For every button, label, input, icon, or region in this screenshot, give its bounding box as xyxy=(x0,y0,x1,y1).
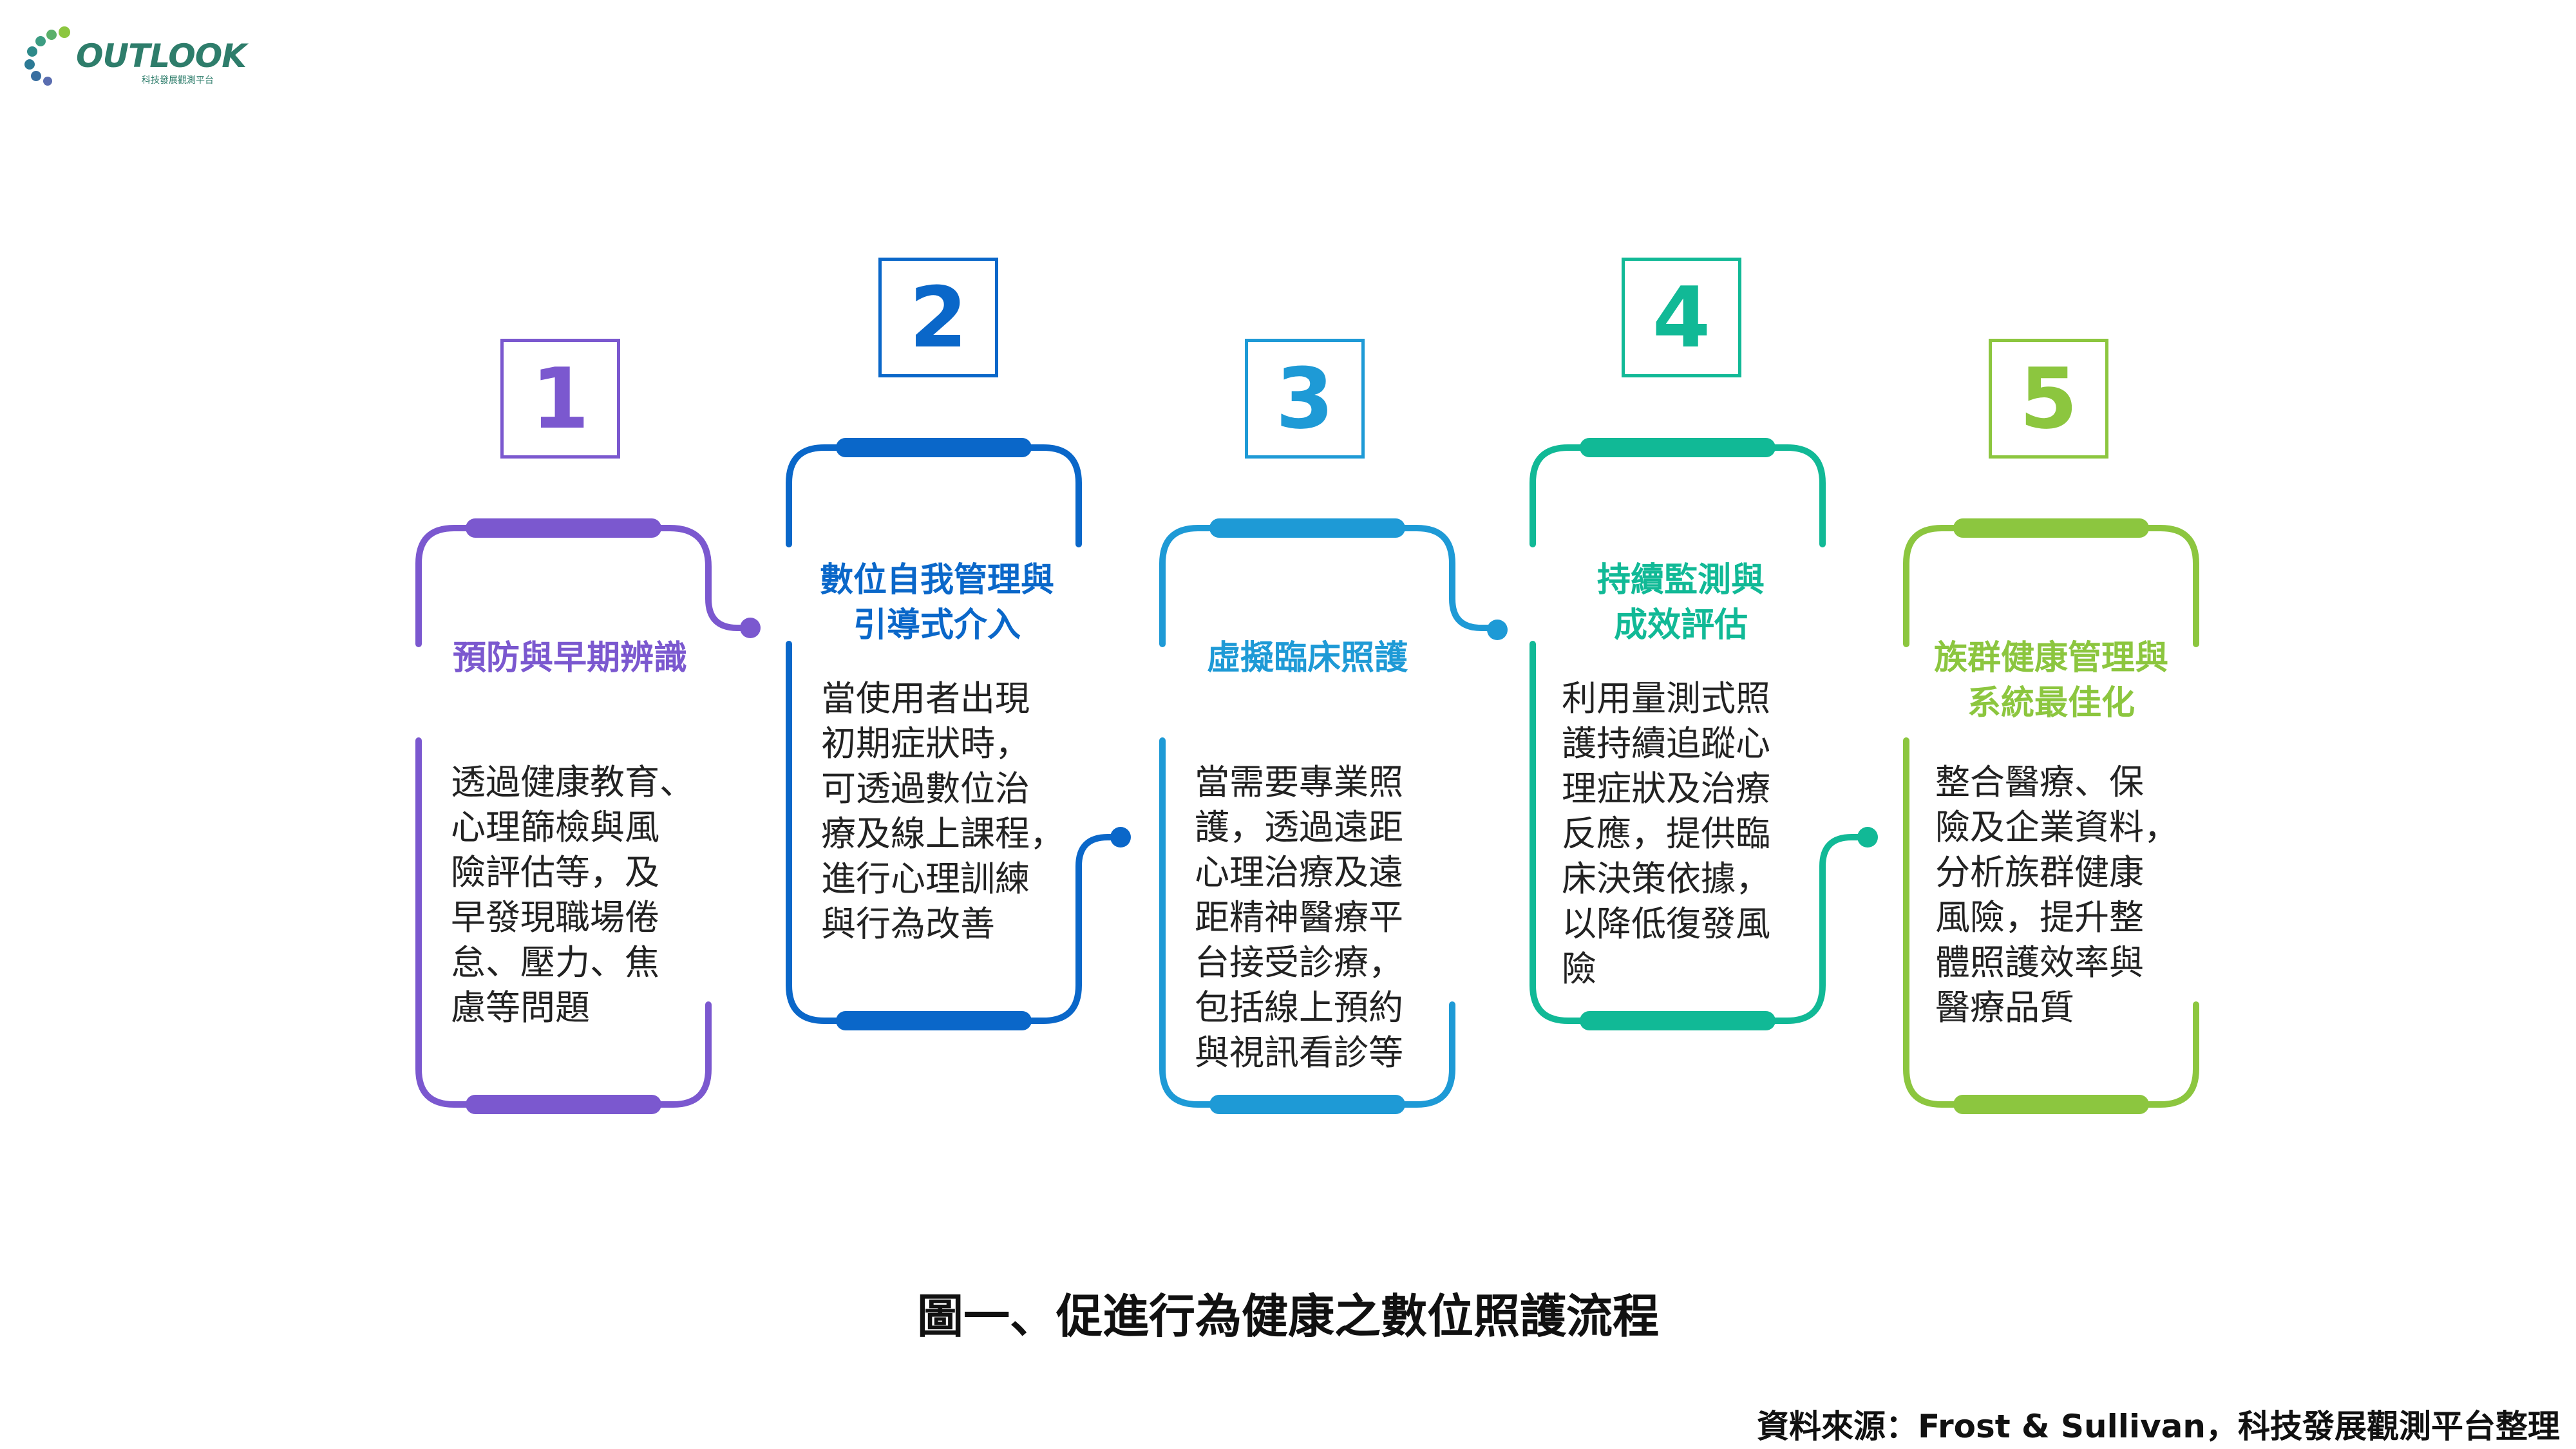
step-5-title: 族群健康管理與 系統最佳化 xyxy=(1933,639,2168,723)
step-5-number: 5 xyxy=(1989,339,2108,459)
source-note: 資料來源：Frost & Sullivan，科技發展觀測平台整理 xyxy=(1757,1408,2560,1445)
step-1-body: 透過健康教育、 心理篩檢與風 險評估等，及 早發現職場倦 怠、壓力、焦 慮等問題 xyxy=(451,762,694,1028)
step-2-body: 當使用者出現 初期症狀時， 可透過數位治 療及線上課程， 進行心理訓練 與行為改… xyxy=(821,678,1065,944)
step-2-number: 2 xyxy=(878,258,998,377)
step-3-title: 虛擬臨床照護 xyxy=(1206,639,1408,677)
logo-wordmark: OUTLOOK xyxy=(76,37,247,75)
outlook-logo: OUTLOOK 科技發展觀測平台 xyxy=(19,13,251,90)
step-3-connector-dot xyxy=(1487,620,1508,640)
step-4-body: 利用量測式照 護持續追蹤心 理症狀及治療 反應，提供臨 床決策依據， 以降低復發… xyxy=(1562,678,1770,989)
step-1-title: 預防與早期辨識 xyxy=(452,639,687,677)
step-4-number: 4 xyxy=(1622,258,1741,377)
logo-dots-icon xyxy=(24,26,70,86)
step-4-title: 持續監測與 成效評估 xyxy=(1596,561,1765,645)
step-1-connector-dot xyxy=(740,618,761,638)
logo-subtitle: 科技發展觀測平台 xyxy=(142,75,214,86)
step-3-body: 當需要專業照 護，透過遠距 心理治療及遠 距精神醫療平 台接受診療， 包括線上預… xyxy=(1195,762,1403,1073)
step-3-number: 3 xyxy=(1245,339,1365,459)
step-4-connector-dot xyxy=(1857,827,1878,848)
figure-caption: 圖一、促進行為健康之數位照護流程 xyxy=(916,1289,1659,1343)
step-5-body: 整合醫療、保 險及企業資料， 分析族群健康 風險，提升整 體照護效率與 醫療品質 xyxy=(1935,762,2179,1028)
step-2-connector-dot xyxy=(1110,827,1131,848)
step-1-number: 1 xyxy=(500,339,620,459)
step-2-title: 數位自我管理與 引導式介入 xyxy=(819,561,1054,645)
